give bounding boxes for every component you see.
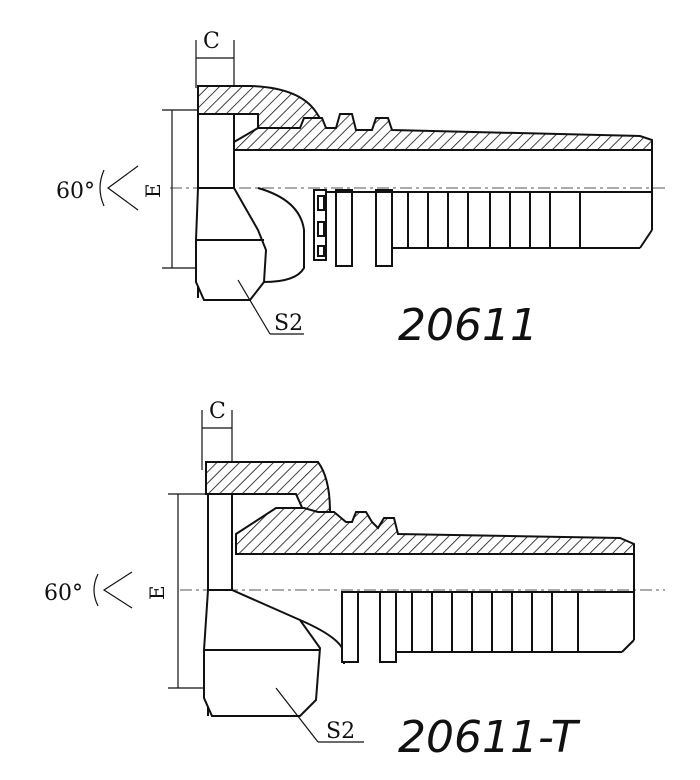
cone-angle: 60° [56,165,139,211]
dim-e-label: E [145,585,169,600]
dimension-c: C [201,399,233,470]
drawing-20611: C E 60° [56,29,665,351]
angle-label: 60° [56,179,95,204]
part-number-label: 20611-T [398,712,581,763]
angle-label: 60° [44,581,83,606]
dimension-s2: S2 [237,279,304,336]
dimension-s2: S2 [275,687,364,744]
dim-e-label: E [141,183,165,198]
cone-angle-icon [102,571,133,609]
nipple-ridges [341,591,635,663]
cone-angle-icon [106,165,139,211]
nut-section [195,85,328,301]
dim-s2-label: S2 [326,719,355,744]
cone-angle: 60° [44,571,133,609]
dimension-e: E [141,109,198,269]
dimension-e: E [145,493,208,689]
part-number-label: 20611 [398,300,538,351]
nipple-section [233,113,653,230]
dim-s2-label: S2 [274,311,303,336]
dimension-c: C [195,29,235,88]
nipple-ridges [313,189,653,267]
dim-c-label: C [203,29,220,54]
nut-section [203,461,346,717]
dim-c-label: C [209,399,226,424]
nipple-section [235,507,635,640]
drawing-20611-t: C E 60° [44,399,665,763]
